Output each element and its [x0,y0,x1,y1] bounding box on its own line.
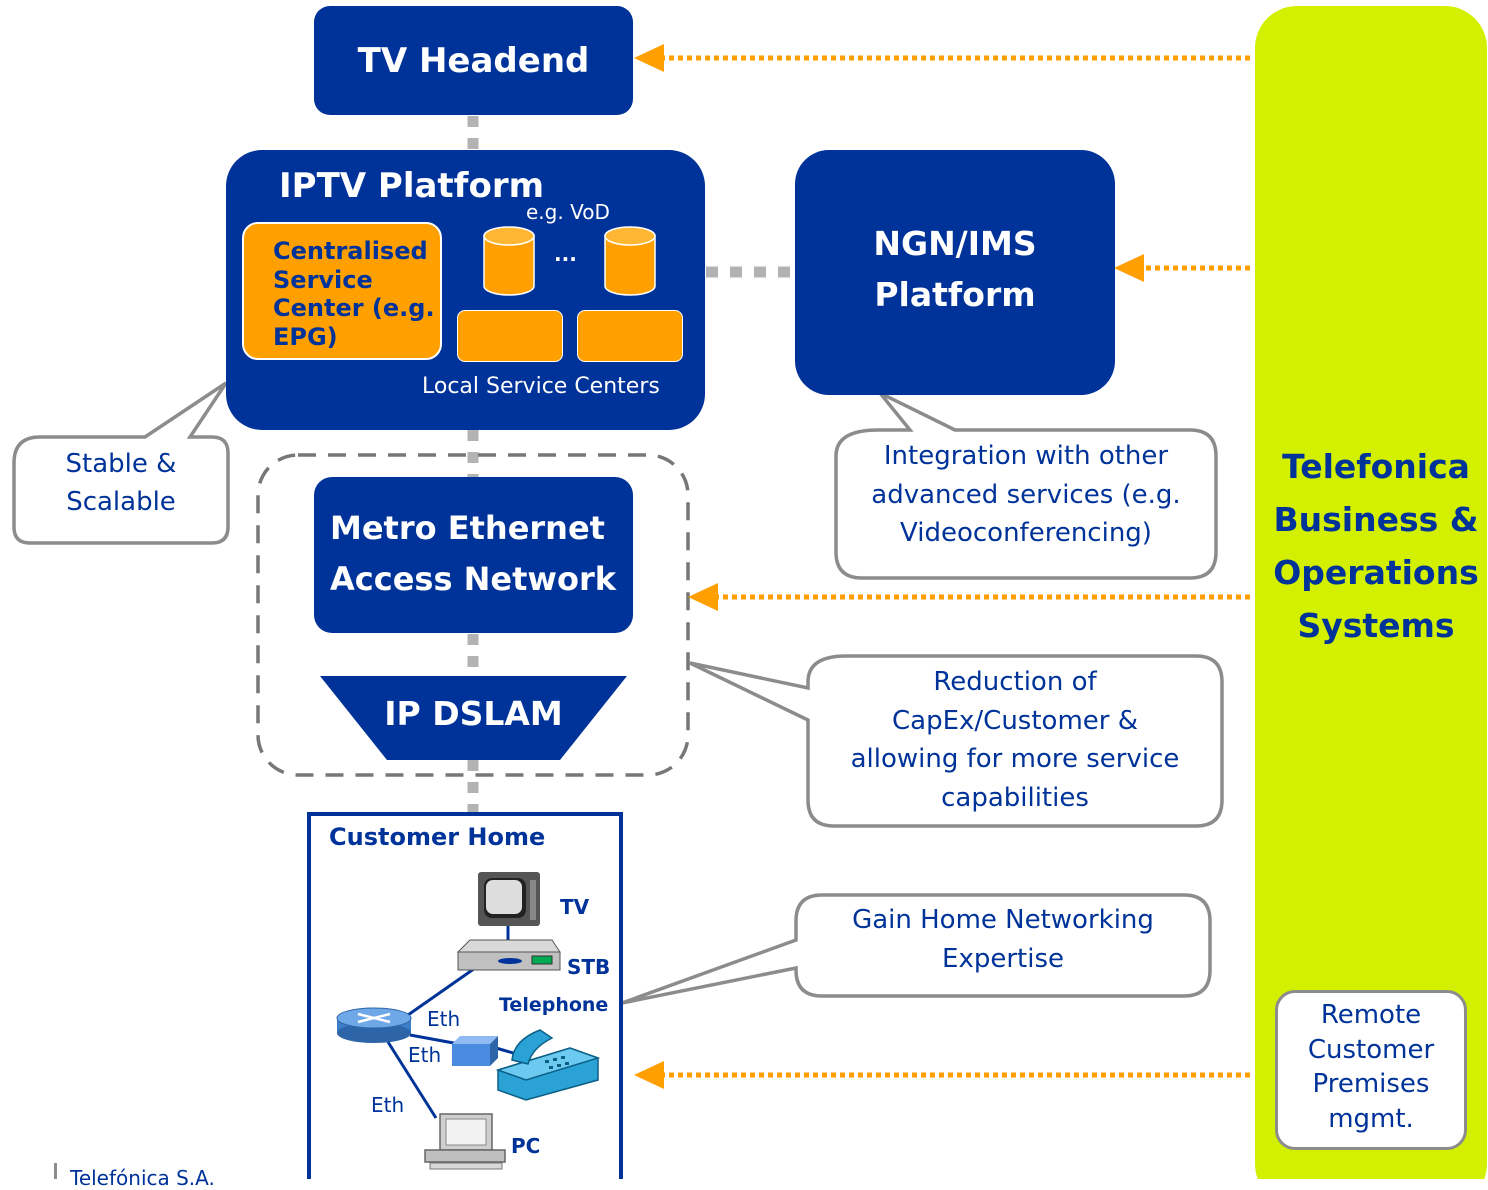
central-service-label: Centralised Service Center (e.g. EPG) [273,237,435,351]
database-icons [483,226,656,296]
callout-integration [834,391,1218,580]
callout-integration-text: Integration with other advanced services… [836,437,1216,553]
callout-line: Scalable [66,487,176,517]
ops-label-line: Telefonica [1282,447,1470,486]
ops-label-line: Operations [1273,553,1479,592]
ngn-ims-box: NGN/IMS Platform [795,150,1115,395]
remote-mgmt-line: Customer [1307,1034,1435,1065]
metro-ethernet-box: Metro Ethernet Access Network [314,477,633,633]
arrowhead-metro [688,583,718,611]
tv-headend-box: TV Headend [314,6,633,115]
adapter-icon [452,1036,498,1066]
remote-mgmt-line: mgmt. [1328,1103,1414,1134]
database-icon [604,226,656,296]
callout-line: Reduction of [933,667,1097,697]
ops-label: Telefonica Business & Operations Systems [1265,440,1487,652]
link-router-stb [397,964,479,1024]
tv-label: TV [560,895,590,919]
callout-stable-text: Stable & Scalable [14,445,228,521]
callout-gain-text: Gain Home Networking Expertise [796,901,1210,978]
eth-label: Eth [427,1007,461,1031]
remote-mgmt-line: Premises [1312,1069,1430,1099]
ngn-ims-label-1: NGN/IMS [873,224,1037,263]
callout-line: advanced services (e.g. [871,479,1181,510]
ops-label-line: Business & [1273,500,1479,539]
callout-reduction-text: Reduction of CapEx/Customer & allowing f… [808,663,1222,817]
ellipsis-label: ... [554,242,577,266]
footer-company: Telefónica S.A. [70,1166,215,1190]
arrowhead-ngn [1114,254,1144,282]
tv-headend-label: TV Headend [357,40,590,81]
callout-line: Expertise [942,943,1064,974]
remote-mgmt-line: Remote [1320,1000,1422,1030]
ip-dslam-label: IP DSLAM [384,693,563,733]
stb-icon [456,939,561,971]
callout-line: Gain Home Networking [852,905,1154,935]
local-service-center-2 [577,310,683,362]
local-service-center-1 [457,310,563,362]
callout-line: allowing for more service [850,744,1180,774]
callout-line: CapEx/Customer & [892,705,1138,736]
link-router-pc [386,1041,438,1119]
local-service-label: Local Service Centers [422,374,660,399]
central-service-center: Centralised Service Center (e.g. EPG) [242,222,442,360]
iptv-platform-title: IPTV Platform [279,166,545,206]
ops-label-line: Systems [1297,606,1455,645]
dslam-shape [320,676,627,760]
arrowhead-headend [634,44,664,72]
callout-line: Stable & [65,449,177,479]
eth-label: Eth [408,1043,442,1067]
router-icon [336,1007,412,1043]
callout-stable [12,381,230,545]
metro-ethernet-label-1: Metro Ethernet [330,509,605,547]
ops-column [1255,6,1487,1179]
tv-icon [478,872,540,926]
footer-rule [54,1163,57,1179]
eth-label: Eth [371,1093,405,1117]
callout-line: capabilities [941,782,1089,813]
callout-line: Integration with other [883,441,1169,471]
callout-reduction [689,654,1224,828]
pc-icon [424,1113,506,1170]
database-icon [483,226,535,296]
callout-line: Videoconferencing) [900,518,1152,548]
pc-label: PC [511,1134,541,1158]
remote-mgmt-box: Remote Customer Premises mgmt. [1275,990,1467,1150]
vod-label: e.g. VoD [526,200,610,224]
iptv-platform-box: IPTV Platform e.g. VoD Centralised Servi… [226,150,705,430]
stb-label: STB [567,955,611,979]
telephone-icon [495,1029,601,1101]
arrowhead-home [634,1061,664,1089]
callout-gain [621,893,1212,1005]
ngn-ims-label-2: Platform [874,275,1036,314]
metro-ethernet-label-2: Access Network [330,560,617,598]
customer-home-title: Customer Home [329,823,546,851]
telephone-label: Telephone [499,994,609,1016]
